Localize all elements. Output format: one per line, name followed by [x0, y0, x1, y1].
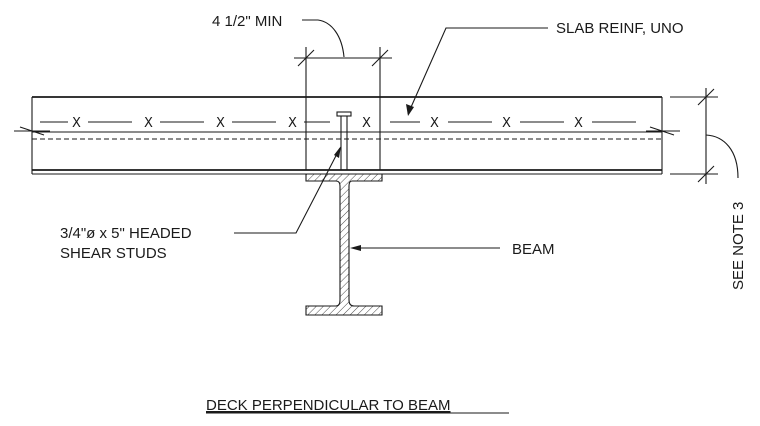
shear-studs-label-line2: SHEAR STUDS	[60, 245, 167, 262]
beam-leader	[350, 245, 500, 251]
shear-stud	[336, 111, 352, 170]
reinf-x-marker: X	[502, 116, 511, 131]
right-break-line	[646, 126, 680, 136]
slab-reinf-leader	[406, 27, 548, 116]
reinf-x-marker: X	[574, 116, 583, 131]
see-note-label: SEE NOTE 3	[730, 202, 747, 290]
spacing-dimension-label: 4 1/2" MIN	[212, 13, 282, 30]
beam-label: BEAM	[512, 241, 555, 258]
reinf-x-marker: X	[144, 116, 153, 131]
slab-reinf-label: SLAB REINF, UNO	[556, 20, 684, 37]
reinf-x-marker: X	[362, 116, 371, 131]
shear-studs-label-line1: 3/4"ø x 5" HEADED	[60, 225, 192, 242]
slab-thickness-dimension	[670, 88, 739, 184]
left-break-line	[14, 126, 50, 136]
steel-beam	[305, 173, 383, 316]
spacing-dimension	[294, 19, 392, 170]
reinf-x-marker: X	[288, 116, 297, 131]
shear-studs-leader	[234, 146, 341, 234]
reinf-x-marker: X	[430, 116, 439, 131]
reinf-x-marker: X	[72, 116, 81, 131]
slab-reinforcement: X X X X X X X X	[40, 116, 636, 131]
reinf-x-marker: X	[216, 116, 225, 131]
detail-title: DECK PERPENDICULAR TO BEAM	[206, 397, 451, 414]
